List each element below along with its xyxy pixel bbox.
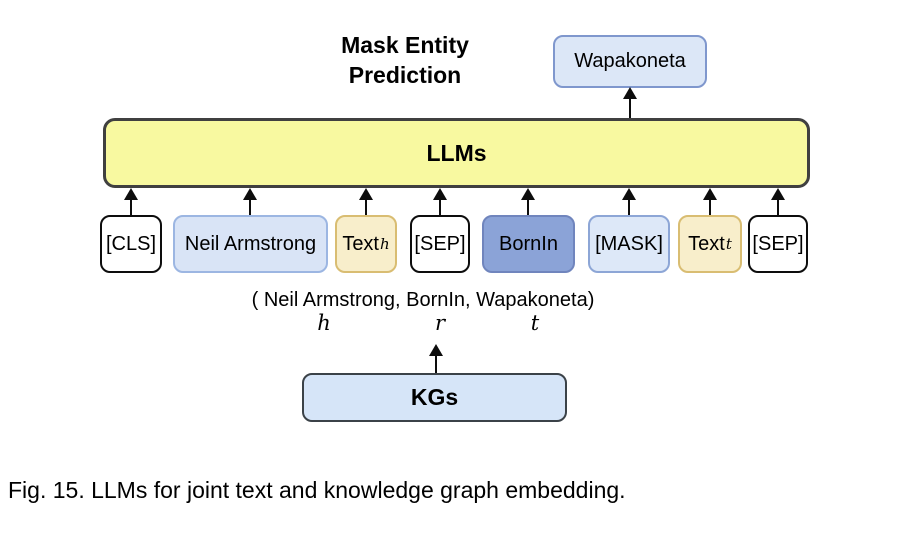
token-relation: BornIn [482,215,575,273]
token-head-entity: Neil Armstrong [173,215,328,273]
arrow-token-texth-to-llm-icon [358,188,374,215]
arrowhead-icon [623,87,637,99]
token-label: Text [342,232,379,255]
arrow-token-relation-to-llm-icon [520,188,536,215]
llm-box: LLMs [103,118,810,188]
arrow-stem [708,196,712,215]
task-title: Mask Entity Prediction [299,30,511,90]
token-label: [SEP] [752,232,804,255]
arrowhead-icon [429,344,443,356]
task-title-line1: Mask Entity [341,32,469,58]
token-label: Text [688,232,725,255]
arrow-token-entity-to-llm-icon [242,188,258,215]
triple-text: ( Neil Armstrong, BornIn, Wapakoneta) [251,289,595,311]
arrowhead-icon [771,188,785,200]
arrow-token-textt-to-llm-icon [702,188,718,215]
arrow-stem [434,352,438,373]
arrow-stem [628,95,632,118]
head-label: h [317,311,331,335]
token-mask: [MASK] [588,215,670,273]
kg-label: KGs [410,384,459,410]
arrow-stem [776,196,780,215]
arrowhead-icon [243,188,257,200]
arrowhead-icon [359,188,373,200]
arrow-token-cls-to-llm-icon [123,188,139,215]
prediction-box: Wapakoneta [553,35,707,88]
arrow-stem [248,196,252,215]
arrow-token-sep1-to-llm-icon [432,188,448,215]
figure-caption: Fig. 15. LLMs for joint text and knowled… [8,477,626,503]
token-subscript: h [380,235,390,253]
arrow-stem [364,196,368,215]
arrow-kg-to-relation-icon [428,344,444,373]
arrowhead-icon [433,188,447,200]
arrow-token-sep2-to-llm-icon [770,188,786,215]
token-subscript: t [725,235,732,253]
kg-box: KGs [302,373,567,422]
arrow-stem [526,196,530,215]
tail-label: t [530,311,540,335]
arrowhead-icon [521,188,535,200]
llm-label: LLMs [426,139,487,166]
arrow-stem [438,196,442,215]
token-label: BornIn [499,232,558,255]
relation-label: r [434,311,446,335]
token-label: [CLS] [105,232,157,255]
token-cls: [CLS] [100,215,162,273]
arrow-stem [627,196,631,215]
token-sep-1: [SEP] [410,215,470,273]
task-title-line2: Prediction [348,62,462,88]
prediction-label: Wapakoneta [574,50,686,72]
arrow-llm-to-prediction-icon [622,87,638,118]
token-label: [MASK] [595,232,663,255]
arrowhead-icon [124,188,138,200]
arrow-token-mask-to-llm-icon [621,188,637,215]
arrowhead-icon [622,188,636,200]
token-label: Neil Armstrong [184,232,317,255]
arrow-stem [129,196,133,215]
token-label: [SEP] [414,232,466,255]
token-sep-2: [SEP] [748,215,808,273]
arrowhead-icon [703,188,717,200]
